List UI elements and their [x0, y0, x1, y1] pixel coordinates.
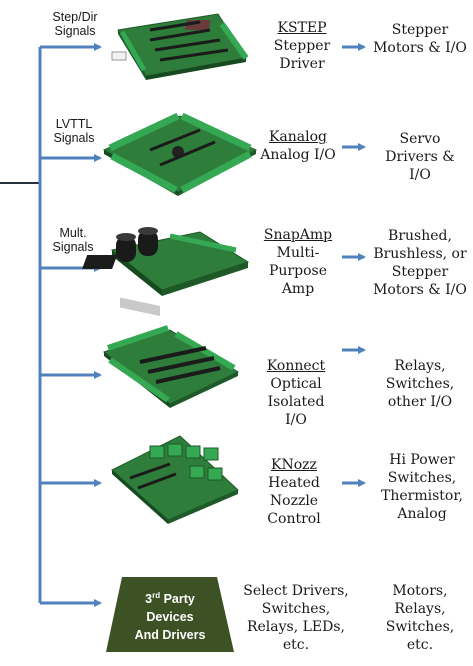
product-name: Konnect [266, 358, 326, 374]
product-kstep: KSTEP Stepper Driver [262, 19, 342, 73]
third-party-title-line2: Devices [146, 610, 194, 625]
konnect-board-photo [102, 325, 240, 408]
product-snapamp: SnapAmp Multi-Purpose Amp [258, 226, 338, 298]
output-konnect: Relays, Switches, other I/O [385, 358, 455, 410]
product-konnect: Konnect Optical Isolated I/O [256, 357, 336, 429]
product-name: SnapAmp [263, 227, 333, 243]
product-desc: Optical Isolated I/O [267, 376, 325, 428]
product-kanalog: Kanalog Analog I/O [252, 128, 344, 164]
snapamp-board-photo [82, 227, 250, 317]
third-party-title-num: 3 [145, 592, 153, 607]
output-kanalog: Servo Drivers & I/O [385, 131, 455, 183]
third-party-label: 3rd Party Devices And Drivers [106, 587, 234, 644]
output-knozz: Hi Power Switches, Thermistor, Analog [381, 452, 463, 522]
product-knozz: KNozz Heated Nozzle Control [258, 456, 330, 528]
third-party-title-sup: rd [152, 591, 161, 600]
product-desc: Analog I/O [260, 147, 336, 163]
third-party-output: Motors, Relays, Switches, etc. [385, 583, 455, 653]
output-kstep: Stepper Motors & I/O [373, 22, 467, 56]
product-desc: Heated Nozzle Control [267, 475, 321, 527]
third-party-title-line3: And Drivers [134, 628, 206, 643]
output-snapamp: Brushed, Brushless, or Stepper Motors & … [373, 228, 467, 298]
knozz-board-photo [111, 435, 239, 524]
signal-label-lvttl: LVTTL Signals [53, 117, 95, 145]
kanalog-board-photo [102, 112, 258, 196]
third-party-title-rest: Party [160, 592, 195, 607]
product-desc: Stepper Driver [273, 38, 331, 72]
kstep-board-photo [111, 13, 249, 80]
third-party-desc: Select Drivers, Switches, Relays, LEDs, … [243, 583, 349, 653]
third-party-trapezoid [106, 577, 234, 652]
product-name: Kanalog [268, 129, 328, 145]
product-name: KNozz [271, 457, 317, 473]
product-name: KSTEP [277, 20, 327, 36]
signal-label-mult: Mult. Signals [52, 226, 94, 254]
product-desc: Multi-Purpose Amp [269, 245, 327, 297]
signal-label-step-dir: Step/Dir Signals [52, 10, 98, 38]
